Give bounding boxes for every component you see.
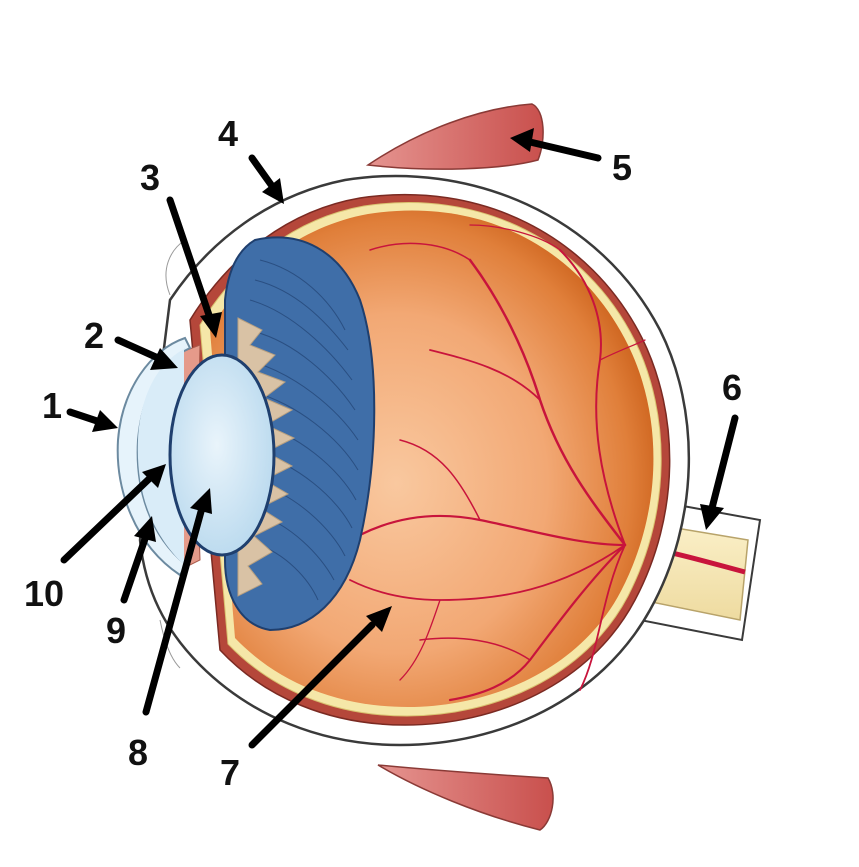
label-8: 8 xyxy=(128,732,148,773)
arrow-7 xyxy=(248,621,376,749)
arrow-8 xyxy=(142,504,206,716)
arrow-3 xyxy=(166,196,214,322)
arrow-5 xyxy=(526,138,602,162)
label-5: 5 xyxy=(612,147,632,188)
arrow-10-head xyxy=(142,464,166,488)
eyelid-line-lower xyxy=(159,619,181,669)
arrow-4-head xyxy=(262,178,284,204)
arrow-4 xyxy=(248,154,276,190)
label-2: 2 xyxy=(84,315,104,356)
label-7: 7 xyxy=(220,752,240,793)
arrow-2-head xyxy=(150,348,178,370)
label-3: 3 xyxy=(140,157,160,198)
pointer-arrows xyxy=(60,128,739,749)
anterior-chamber xyxy=(137,348,186,565)
label-1: 1 xyxy=(42,385,62,426)
arrow-5-head xyxy=(510,128,534,152)
arrow-2 xyxy=(114,336,162,362)
number-labels: 1 2 3 4 5 6 7 8 9 10 xyxy=(24,113,742,793)
arrow-1-head xyxy=(92,410,118,432)
arrow-10 xyxy=(60,474,154,564)
arrow-1 xyxy=(66,408,104,426)
label-4: 4 xyxy=(218,113,238,154)
retinal-vessels xyxy=(299,224,646,702)
inferior-muscle xyxy=(377,764,554,831)
label-10: 10 xyxy=(24,573,64,614)
arrow-3-head xyxy=(200,312,222,338)
arrow-6 xyxy=(708,414,739,512)
lens xyxy=(168,353,276,557)
arrow-9-head xyxy=(134,516,156,542)
arrow-9 xyxy=(120,532,150,604)
superior-muscle xyxy=(365,103,544,170)
arrow-8-head xyxy=(190,488,212,514)
arrow-7-head xyxy=(366,606,392,632)
label-9: 9 xyxy=(106,610,126,651)
arrow-6-head xyxy=(700,504,724,530)
label-6: 6 xyxy=(722,367,742,408)
